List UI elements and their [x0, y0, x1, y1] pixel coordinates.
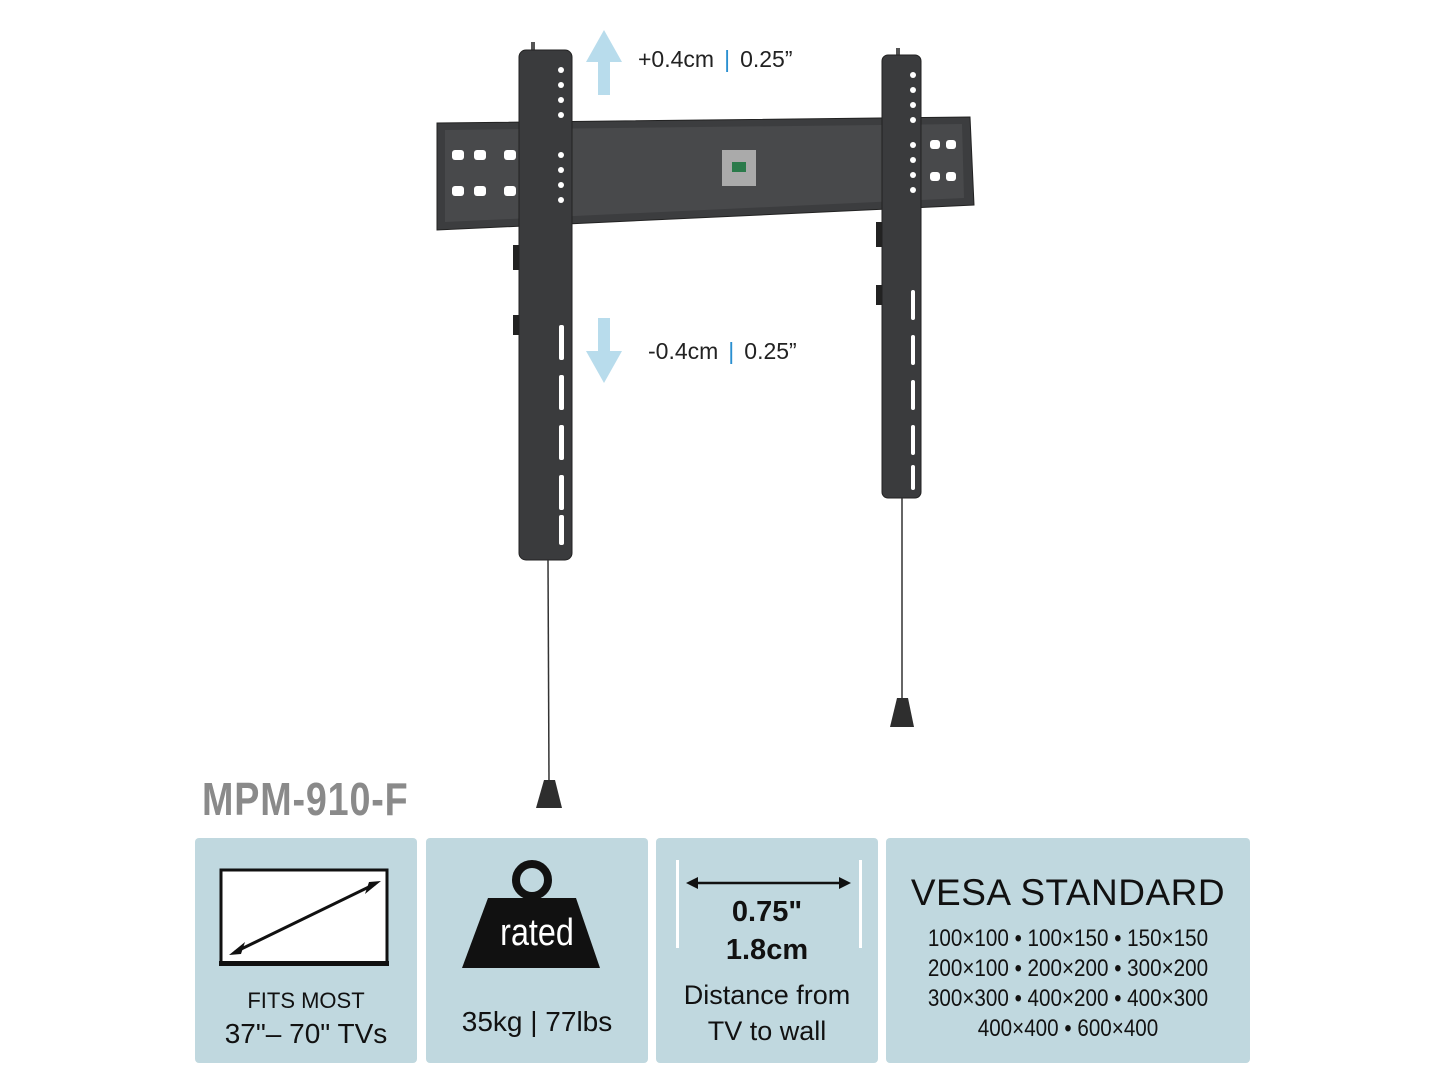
- adjust-up-imperial: 0.25”: [740, 46, 793, 72]
- arrow-up-icon: [586, 30, 622, 95]
- arrow-down-icon: [586, 318, 622, 383]
- right-pull-weight: [890, 698, 914, 727]
- left-tv-bracket: [518, 49, 573, 561]
- adjust-down-metric: -0.4cm: [648, 338, 719, 364]
- adjust-down-label: -0.4cm|0.25”: [648, 338, 797, 364]
- vesa-panel: VESA STANDARD 100×100 • 100×150 • 150×15…: [886, 838, 1250, 1063]
- distance-line1: Distance from: [683, 980, 851, 1010]
- vesa-title: VESA STANDARD: [910, 872, 1226, 913]
- model-number: MPM-910-F: [202, 773, 409, 825]
- weight-panel: rated 35kg | 77lbs: [426, 838, 648, 1063]
- weight-icon: [462, 860, 600, 968]
- wall-line: [676, 860, 679, 948]
- vesa-line: 200×100 • 200×200 • 300×200: [927, 955, 1209, 982]
- distance-panel: 0.75" 1.8cm Distance from TV to wall: [656, 838, 878, 1063]
- distance-cm: 1.8cm: [725, 934, 809, 966]
- adjust-up-label: +0.4cm|0.25”: [638, 46, 793, 72]
- adjust-up-metric: +0.4cm: [638, 46, 715, 72]
- tv-size-panel: FITS MOST 37"– 70" TVs: [195, 838, 417, 1063]
- tv-size-line1: FITS MOST: [247, 988, 365, 1013]
- distance-line2: TV to wall: [707, 1016, 827, 1046]
- double-arrow-icon: [686, 877, 851, 889]
- vesa-line: 400×400 • 600×400: [977, 1015, 1159, 1042]
- tv-size-line2: 37"– 70" TVs: [224, 1018, 388, 1049]
- weight-value: 35kg | 77lbs: [461, 1006, 613, 1037]
- left-pull-weight: [536, 780, 562, 808]
- tv-diagonal-icon: [219, 868, 389, 966]
- left-release-cord: [547, 559, 550, 783]
- vesa-line: 300×300 • 400×200 • 400×300: [927, 985, 1209, 1012]
- vesa-line: 100×100 • 100×150 • 150×150: [927, 925, 1209, 952]
- adjust-down-imperial: 0.25”: [744, 338, 797, 364]
- distance-inches: 0.75": [731, 896, 803, 928]
- rated-label: rated: [500, 912, 574, 954]
- tv-line: [859, 860, 862, 948]
- wall-mount-illustration: [436, 30, 975, 808]
